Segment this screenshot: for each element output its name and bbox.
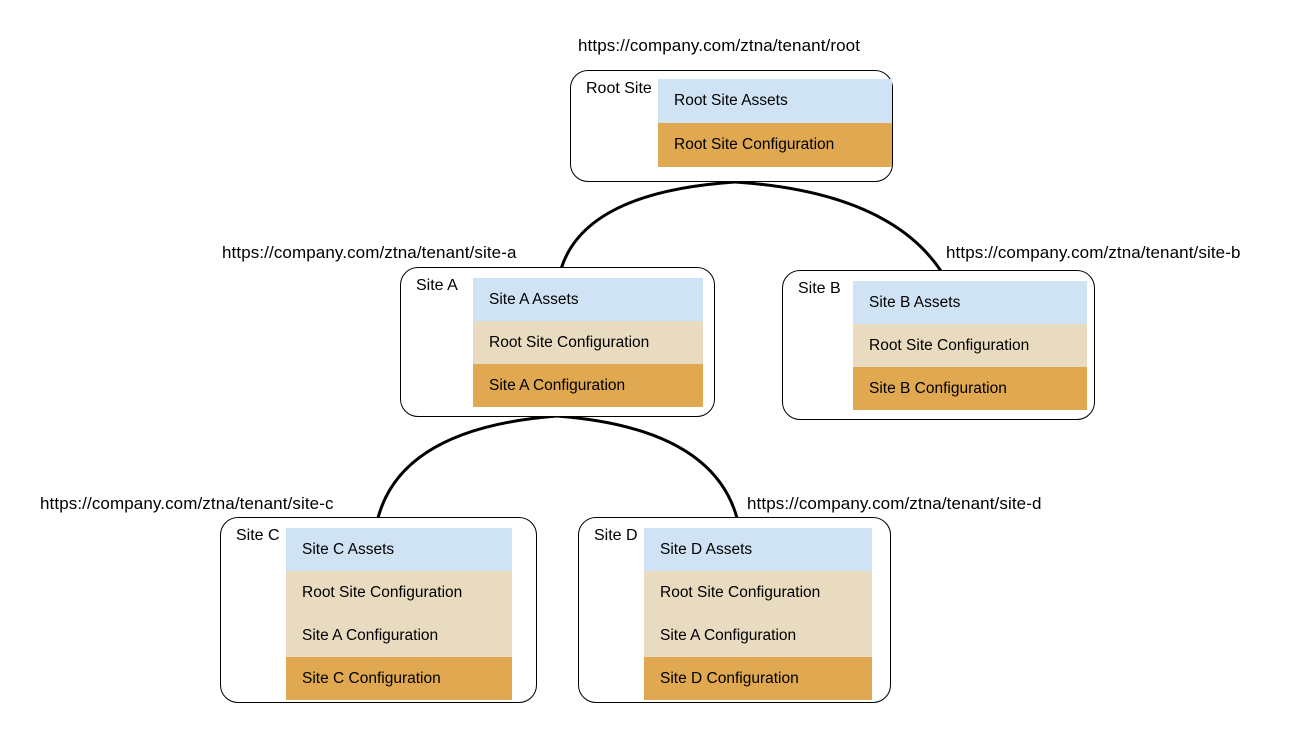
url-label-site-d: https://company.com/ztna/tenant/site-d (747, 494, 1042, 513)
layer-bar-inherited-config: Site A Configuration (286, 614, 512, 657)
edge-root-to-site-a (559, 180, 737, 271)
edge-site-a-to-site-c (376, 414, 559, 520)
layer-bar-own-config: Site A Configuration (473, 364, 703, 407)
node-title: Site D (594, 527, 638, 544)
layer-stack: Root Site Assets Root Site Configuration (658, 79, 892, 167)
layer-bar-own-config: Site B Configuration (853, 367, 1087, 410)
url-label-site-b: https://company.com/ztna/tenant/site-b (946, 243, 1241, 262)
layer-bar-assets: Site D Assets (644, 528, 872, 571)
url-label-site-a: https://company.com/ztna/tenant/site-a (222, 243, 517, 262)
layer-bar-assets: Site B Assets (853, 281, 1087, 324)
node-title: Root Site (586, 80, 652, 97)
layer-bar-assets: Site C Assets (286, 528, 512, 571)
site-node-a: Site A Site A Assets Root Site Configura… (400, 267, 715, 417)
site-node-b: Site B Site B Assets Root Site Configura… (782, 270, 1095, 420)
url-label-root: https://company.com/ztna/tenant/root (578, 36, 861, 55)
layer-bar-inherited-config: Root Site Configuration (853, 324, 1087, 367)
site-node-root: Root Site Root Site Assets Root Site Con… (570, 70, 893, 182)
node-title: Site C (236, 527, 280, 544)
url-label-site-c: https://company.com/ztna/tenant/site-c (40, 494, 334, 513)
node-title: Site B (798, 280, 841, 297)
layer-bar-inherited-config: Site A Configuration (644, 614, 872, 657)
layer-stack: Site B Assets Root Site Configuration Si… (853, 281, 1087, 410)
layer-bar-inherited-config: Root Site Configuration (644, 571, 872, 614)
node-title: Site A (416, 277, 458, 294)
layer-bar-assets: Root Site Assets (658, 79, 892, 123)
layer-bar-own-config: Site C Configuration (286, 657, 512, 700)
layer-stack: Site C Assets Root Site Configuration Si… (286, 528, 512, 700)
site-node-c: Site C Site C Assets Root Site Configura… (220, 517, 537, 703)
edge-site-a-to-site-d (555, 414, 739, 520)
layer-bar-inherited-config: Root Site Configuration (286, 571, 512, 614)
edge-root-to-site-b (733, 180, 943, 273)
site-node-d: Site D Site D Assets Root Site Configura… (578, 517, 891, 703)
layer-bar-inherited-config: Root Site Configuration (473, 321, 703, 364)
layer-stack: Site D Assets Root Site Configuration Si… (644, 528, 872, 700)
layer-bar-assets: Site A Assets (473, 278, 703, 321)
layer-bar-own-config: Root Site Configuration (658, 123, 892, 167)
layer-stack: Site A Assets Root Site Configuration Si… (473, 278, 703, 407)
layer-bar-own-config: Site D Configuration (644, 657, 872, 700)
